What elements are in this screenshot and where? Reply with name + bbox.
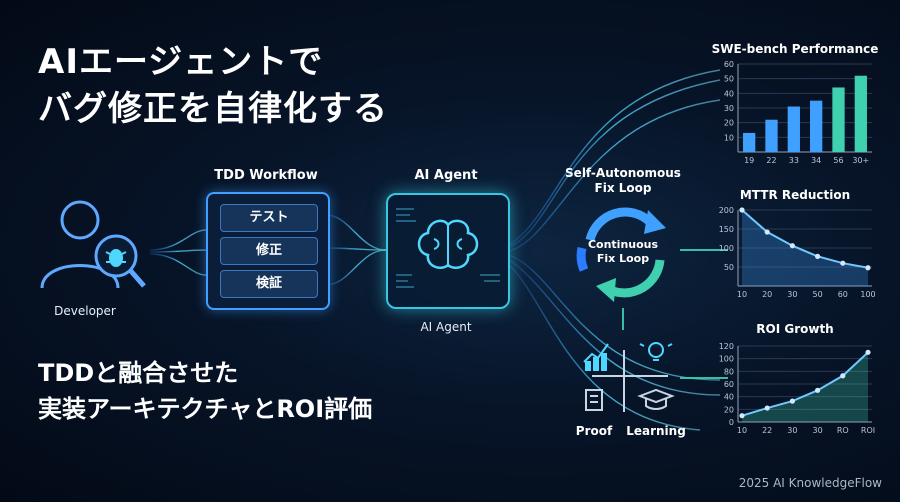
tdd-heading: TDD Workflow [214, 168, 318, 183]
y-tick-label: 80 [724, 367, 734, 376]
agent-heading: AI Agent [414, 168, 478, 183]
bar [810, 100, 823, 152]
swe-bench-chart: 10 20 30 40 50 60 19 22 33 34 56 30+ [724, 60, 872, 165]
step-test: テスト [220, 204, 318, 232]
graduation-cap-icon [637, 388, 675, 410]
bar [854, 75, 867, 152]
chart-growth-icon [583, 343, 609, 371]
y-tick-label: 60 [724, 380, 734, 389]
x-tick-label: 100 [860, 290, 875, 299]
y-tick-label: 0 [729, 418, 734, 427]
x-tick-label: 60 [838, 290, 848, 299]
outcome-quadrant [583, 342, 675, 412]
x-tick-label: 33 [789, 156, 799, 165]
x-tick-label: 20 [762, 290, 772, 299]
x-tick-label: 50 [813, 290, 823, 299]
x-tick-label: 30+ [852, 156, 869, 165]
y-tick-label: 150 [719, 225, 734, 234]
loop-center-line-2: Fix Loop [596, 252, 650, 265]
title-line-2: バグ修正を自律化する [38, 89, 388, 129]
data-point [739, 413, 745, 419]
data-point [815, 387, 821, 393]
chart-title-swe: SWE-bench Performance [711, 42, 879, 56]
y-tick-label: 200 [719, 206, 734, 215]
y-tick-label: 30 [724, 104, 734, 113]
x-tick-label: 19 [744, 156, 754, 165]
data-point [739, 207, 745, 213]
y-tick-label: 40 [724, 89, 734, 98]
developer-label: Developer [54, 304, 116, 318]
y-tick-label: 10 [724, 133, 734, 142]
x-tick-label: 30 [813, 426, 823, 435]
data-point [865, 265, 871, 271]
subtitle-line-1: TDDと融合させた [38, 359, 239, 387]
chart-title-roi: ROI Growth [756, 322, 834, 336]
x-tick-label: ROI [861, 426, 875, 435]
data-point [764, 405, 770, 411]
chart-title-mttr: MTTR Reduction [739, 188, 851, 202]
agent-caption: AI Agent [420, 320, 472, 334]
learning-label: Learning [626, 424, 686, 438]
ai-agent-box [386, 193, 510, 309]
y-tick-label: 40 [724, 393, 734, 402]
step-verify: 検証 [220, 270, 318, 298]
y-tick-label: 60 [724, 60, 734, 69]
data-point [789, 243, 795, 249]
y-tick-label: 120 [719, 342, 734, 351]
x-tick-label: RO [837, 426, 849, 435]
x-tick-label: 10 [737, 290, 747, 299]
area-fill [742, 210, 868, 286]
x-tick-label: 30 [787, 290, 797, 299]
document-icon [585, 389, 603, 411]
y-tick-label: 20 [724, 119, 734, 128]
y-tick-label: 100 [719, 355, 734, 364]
data-point [840, 260, 846, 266]
x-tick-label: 22 [766, 156, 776, 165]
y-tick-label: 20 [724, 405, 734, 414]
subtitle-line-2: 実装アーキテクチャとROI評価 [38, 395, 373, 423]
brain-icon [396, 208, 500, 288]
loop-heading-line-2: Fix Loop [594, 181, 652, 195]
tdd-workflow-panel: テスト 修正 検証 [206, 192, 330, 310]
cycle-arrows-icon [576, 207, 666, 302]
bar [787, 106, 800, 152]
data-point [764, 229, 770, 235]
area-fill [742, 352, 868, 422]
data-point [865, 349, 871, 355]
x-tick-label: 22 [762, 426, 772, 435]
data-point [789, 398, 795, 404]
step-fix: 修正 [220, 237, 318, 265]
data-point [840, 373, 846, 379]
loop-center-line-1: Continuous [587, 238, 659, 251]
bar [765, 119, 778, 152]
x-tick-label: 10 [737, 426, 747, 435]
bar [832, 87, 845, 152]
lightbulb-icon [639, 342, 673, 361]
series-line [741, 351, 869, 417]
mttr-chart: 50 100 150 200 10 20 30 50 60 100 [719, 206, 876, 299]
bar [743, 132, 756, 152]
y-tick-label: 100 [719, 244, 734, 253]
footer-credit: 2025 AI KnowledgeFlow [738, 476, 882, 490]
developer-icon [40, 200, 146, 289]
x-tick-label: 30 [787, 426, 797, 435]
proof-label: Proof [575, 424, 613, 438]
y-tick-label: 50 [724, 263, 734, 272]
title-line-1: AIエージェントで [38, 42, 324, 82]
series-line [741, 209, 869, 269]
x-tick-label: 34 [811, 156, 821, 165]
x-tick-label: 56 [833, 156, 843, 165]
loop-heading-line-1: Self-Autonomous [565, 166, 681, 180]
roi-chart: 0 20 40 60 80 100 120 10 22 30 30 RO ROI [719, 342, 875, 435]
y-tick-label: 50 [724, 75, 734, 84]
data-point [815, 253, 821, 259]
